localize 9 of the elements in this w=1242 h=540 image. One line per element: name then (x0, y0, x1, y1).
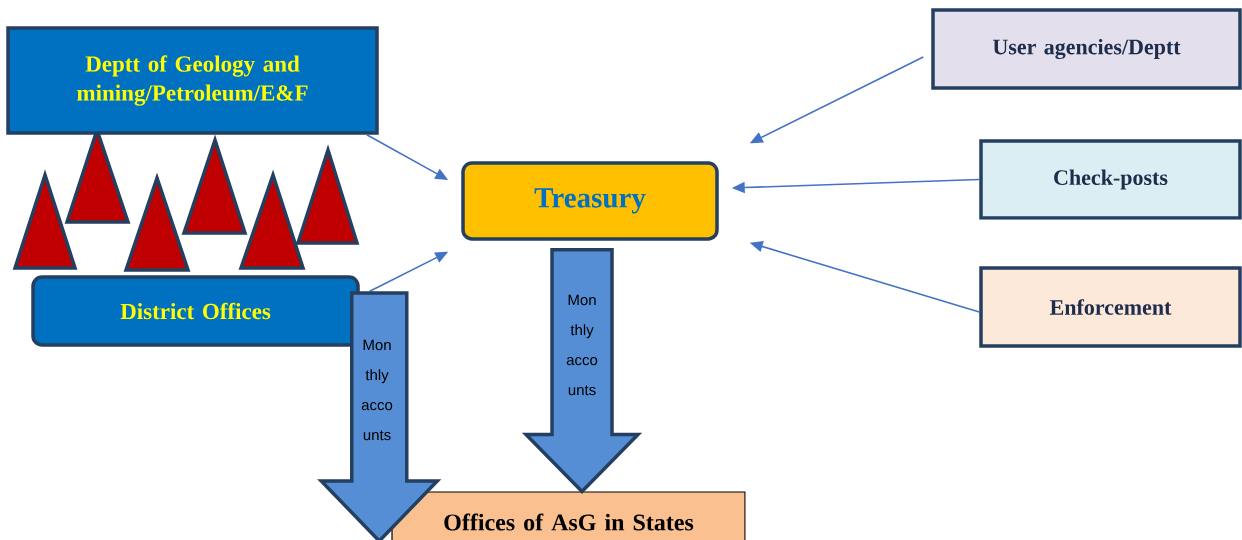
box: Offices of AsG in States (391, 491, 746, 540)
box: District Offices (31, 275, 360, 347)
box: Enforcement (979, 266, 1242, 348)
box: Treasury (461, 161, 719, 241)
edge-label: Mon thly acco unts (361, 339, 393, 441)
box: Deptt of Geology and mining/Petroleum/E&F (6, 26, 379, 135)
box: Check-posts (979, 139, 1242, 220)
edge-label: Mon thly acco unts (566, 294, 598, 396)
box: User agencies/Deptt (931, 8, 1242, 90)
